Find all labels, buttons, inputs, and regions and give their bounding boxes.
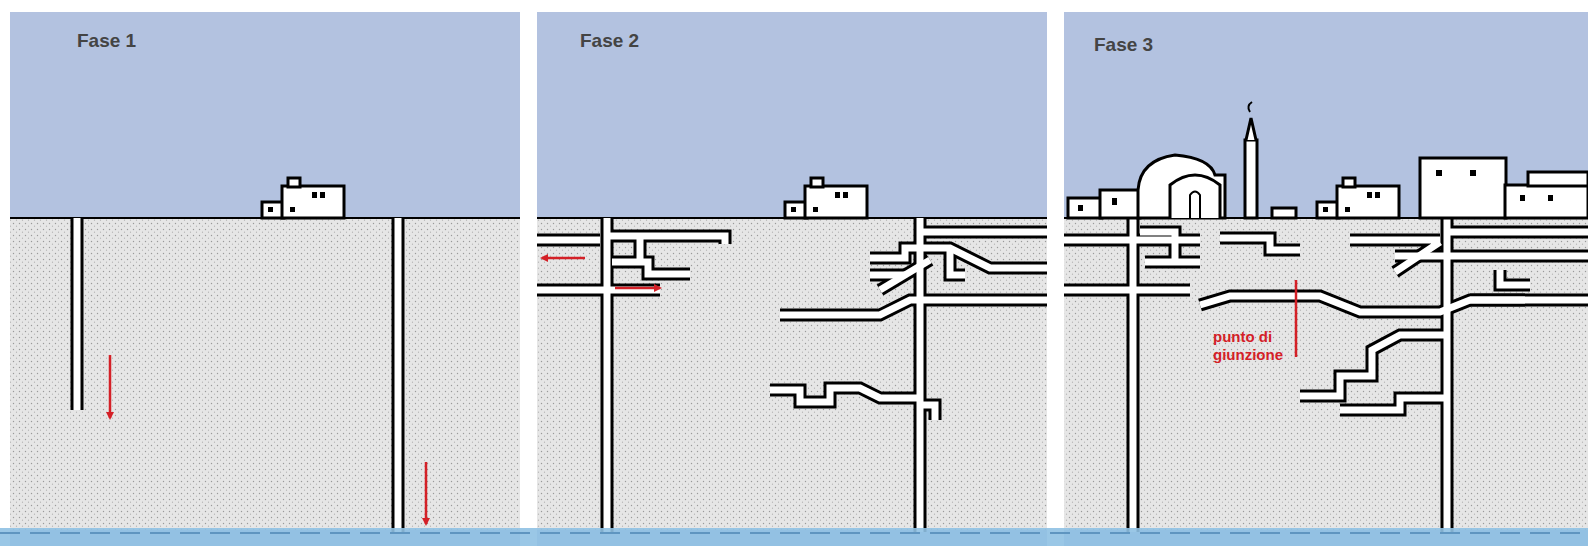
phase-panel: Fase 2 (537, 12, 1047, 546)
phase-panel: Fase 1 (10, 12, 520, 546)
phase-panel: Fase 3 (1064, 12, 1588, 546)
phase-title: Fase 1 (77, 30, 136, 52)
phase-title: Fase 3 (1094, 34, 1153, 56)
junction-label: punto di giunzione (1213, 328, 1313, 364)
phase-title: Fase 2 (580, 30, 639, 52)
